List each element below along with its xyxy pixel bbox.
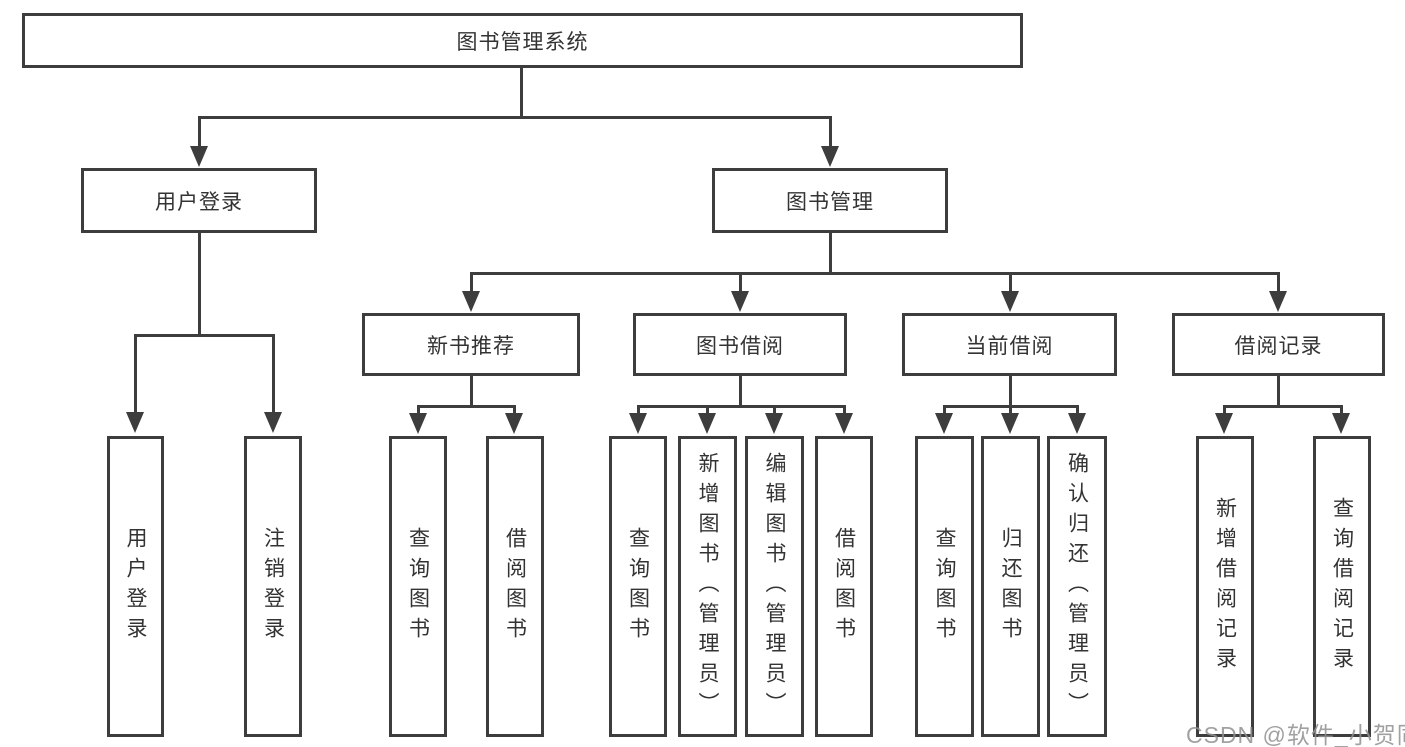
- connector-drop-book-borrow: [731, 271, 749, 312]
- node-book-borrow-label: 图书借阅: [696, 334, 784, 358]
- connector-drop-recommend-borrow: [505, 404, 523, 434]
- connector-root-trunk: [519, 66, 523, 117]
- arrow-down-icon: [1269, 290, 1287, 312]
- leaf-logout-label: 注销登录: [261, 526, 285, 647]
- arrow-down-icon: [462, 290, 480, 312]
- connector-drop-borrow-query: [629, 404, 647, 434]
- leaf-return-book-label: 归还图书: [999, 526, 1023, 647]
- leaf-edit-book-admin-label: 编辑图书（管理员）: [763, 451, 787, 722]
- connector-user-login-bus: [133, 333, 275, 337]
- arrow-down-icon: [1332, 412, 1350, 434]
- leaf-borrow-query-books: 查询图书: [609, 436, 667, 737]
- leaf-confirm-return-admin-label: 确认归还（管理员）: [1065, 451, 1089, 722]
- leaf-user-login: 用户登录: [107, 436, 164, 737]
- connector-book-management-trunk: [828, 231, 832, 274]
- connector-current-trunk: [1008, 374, 1012, 407]
- connector-drop-current-query: [935, 404, 953, 434]
- arrow-down-icon: [1215, 412, 1233, 434]
- node-book-borrow: 图书借阅: [633, 313, 847, 376]
- node-current-borrow: 当前借阅: [902, 313, 1117, 376]
- connector-borrow-trunk: [738, 374, 742, 407]
- node-library-system-label: 图书管理系统: [456, 30, 589, 54]
- node-library-system: 图书管理系统: [22, 13, 1023, 68]
- arrow-down-icon: [935, 412, 953, 434]
- arrow-down-icon: [264, 411, 282, 433]
- connector-drop-add-record: [1215, 404, 1233, 434]
- arrow-down-icon: [126, 411, 144, 433]
- leaf-borrow-query-books-label: 查询图书: [626, 526, 650, 647]
- leaf-logout: 注销登录: [244, 436, 302, 737]
- arrow-down-icon: [1068, 412, 1086, 434]
- watermark: CSDN @软件_小贺同学: [1186, 722, 1405, 747]
- leaf-add-book-admin-label: 新增图书（管理员）: [696, 451, 720, 722]
- node-new-book-recommend: 新书推荐: [362, 313, 580, 376]
- connector-drop-confirm-return: [1068, 404, 1086, 434]
- arrow-down-icon: [409, 412, 427, 434]
- arrow-down-icon: [1001, 412, 1019, 434]
- connector-drop-book-management: [821, 115, 839, 167]
- connector-drop-recommend-query: [409, 404, 427, 434]
- connector-drop-edit-book: [765, 404, 783, 434]
- leaf-recommend-borrow-books: 借阅图书: [486, 436, 544, 737]
- node-user-login: 用户登录: [81, 168, 317, 233]
- connector-drop-leaf-user-login: [126, 333, 144, 433]
- connector-drop-query-record: [1332, 404, 1350, 434]
- leaf-recommend-query-books-label: 查询图书: [406, 526, 430, 647]
- leaf-add-book-admin: 新增图书（管理员）: [678, 436, 737, 737]
- connector-borrow-bus: [636, 404, 846, 408]
- leaf-recommend-query-books: 查询图书: [389, 436, 447, 737]
- node-book-management: 图书管理: [712, 168, 948, 233]
- node-new-book-recommend-label: 新书推荐: [427, 334, 515, 358]
- arrow-down-icon: [505, 412, 523, 434]
- arrow-down-icon: [765, 412, 783, 434]
- arrow-down-icon: [698, 412, 716, 434]
- connector-recommend-bus: [416, 404, 516, 408]
- node-borrow-records-label: 借阅记录: [1234, 334, 1323, 358]
- connector-drop-new-book-recommend: [462, 271, 480, 312]
- connector-drop-user-login: [190, 115, 208, 167]
- node-current-borrow-label: 当前借阅: [965, 334, 1054, 358]
- leaf-current-query-books: 查询图书: [915, 436, 974, 737]
- arrow-down-icon: [835, 412, 853, 434]
- leaf-add-borrow-record-label: 新增借阅记录: [1213, 496, 1237, 677]
- connector-records-bus: [1222, 404, 1343, 408]
- leaf-query-borrow-record: 查询借阅记录: [1313, 436, 1371, 737]
- arrow-down-icon: [1001, 290, 1019, 312]
- connector-user-login-trunk: [197, 231, 201, 336]
- leaf-edit-book-admin: 编辑图书（管理员）: [745, 436, 804, 737]
- leaf-current-query-books-label: 查询图书: [933, 526, 957, 647]
- connector-drop-leaf-logout: [264, 333, 282, 433]
- leaf-confirm-return-admin: 确认归还（管理员）: [1047, 436, 1107, 737]
- arrow-down-icon: [731, 290, 749, 312]
- connector-recommend-trunk: [469, 374, 473, 407]
- leaf-borrow-books: 借阅图书: [815, 436, 873, 737]
- connector-drop-borrow-leaf: [835, 404, 853, 434]
- connector-drop-add-book: [698, 404, 716, 434]
- leaf-user-login-label: 用户登录: [124, 526, 148, 647]
- connector-drop-return-book: [1001, 404, 1019, 434]
- leaf-recommend-borrow-books-label: 借阅图书: [503, 526, 527, 647]
- leaf-add-borrow-record: 新增借阅记录: [1196, 436, 1254, 737]
- leaf-borrow-books-label: 借阅图书: [832, 526, 856, 647]
- connector-drop-borrow-records: [1269, 271, 1287, 312]
- node-borrow-records: 借阅记录: [1172, 313, 1385, 376]
- arrow-down-icon: [190, 145, 208, 167]
- leaf-query-borrow-record-label: 查询借阅记录: [1330, 496, 1354, 677]
- node-user-login-label: 用户登录: [155, 190, 243, 214]
- connector-drop-current-borrow: [1001, 271, 1019, 312]
- arrow-down-icon: [629, 412, 647, 434]
- leaf-return-book: 归还图书: [981, 436, 1040, 737]
- arrow-down-icon: [821, 145, 839, 167]
- connector-records-trunk: [1276, 374, 1280, 407]
- connector-level3-bus: [469, 271, 1280, 275]
- connector-level2-bus: [197, 115, 832, 119]
- node-book-management-label: 图书管理: [786, 190, 874, 214]
